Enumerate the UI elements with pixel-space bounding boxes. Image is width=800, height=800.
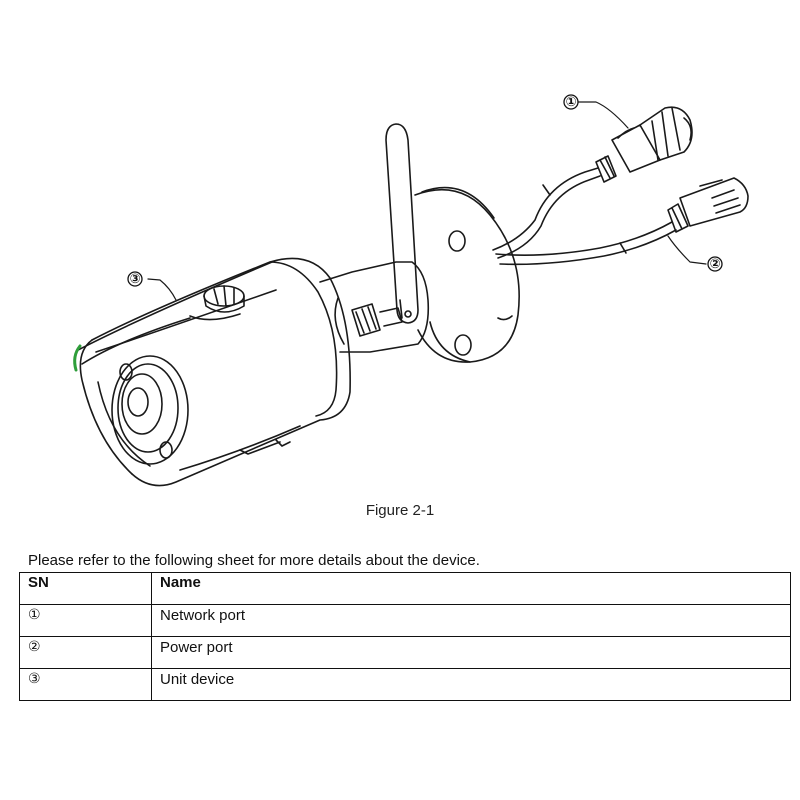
- camera-diagram: ① ② ③: [73, 94, 749, 487]
- power-port-connector: [667, 177, 749, 233]
- table-cell-name: Power port: [151, 636, 791, 669]
- cable-bundle: [492, 167, 677, 266]
- adjustment-knob: [189, 285, 245, 321]
- antenna: [385, 123, 419, 324]
- table-cell-sn: ③: [19, 668, 152, 701]
- device-details-table: SN Name ① Network port ② Power port ③ Un…: [19, 572, 791, 701]
- wall-mount-disc: [414, 186, 520, 363]
- table-cell-name: Unit device: [151, 668, 791, 701]
- sun-shield: [77, 261, 277, 365]
- callout-label-2: ②: [709, 257, 720, 272]
- callout-marker-3: ③: [127, 271, 143, 287]
- table-cell-sn: ①: [19, 604, 152, 637]
- callout-marker-1: ①: [563, 94, 579, 110]
- network-port-connector: [595, 106, 693, 183]
- lens-assembly: [97, 355, 189, 467]
- leader-lines: [147, 101, 707, 301]
- column-header-sn: SN: [19, 572, 152, 605]
- status-led-icon: [73, 344, 82, 372]
- table-cell-name: Network port: [151, 604, 791, 637]
- table-cell-sn: ②: [19, 636, 152, 669]
- swivel-joint: [319, 261, 430, 353]
- callout-marker-2: ②: [707, 256, 723, 272]
- callout-label-1: ①: [565, 95, 576, 110]
- table-row: ① Network port: [19, 604, 791, 637]
- callout-label-3: ③: [129, 272, 140, 287]
- column-header-name: Name: [151, 572, 791, 605]
- table-header-row: SN Name: [19, 572, 791, 605]
- figure-caption: Figure 2-1: [365, 502, 435, 519]
- table-row: ③ Unit device: [19, 668, 791, 701]
- table-row: ② Power port: [19, 636, 791, 669]
- sheet-intro-text: Please refer to the following sheet for …: [28, 552, 480, 569]
- camera-housing: [79, 257, 351, 487]
